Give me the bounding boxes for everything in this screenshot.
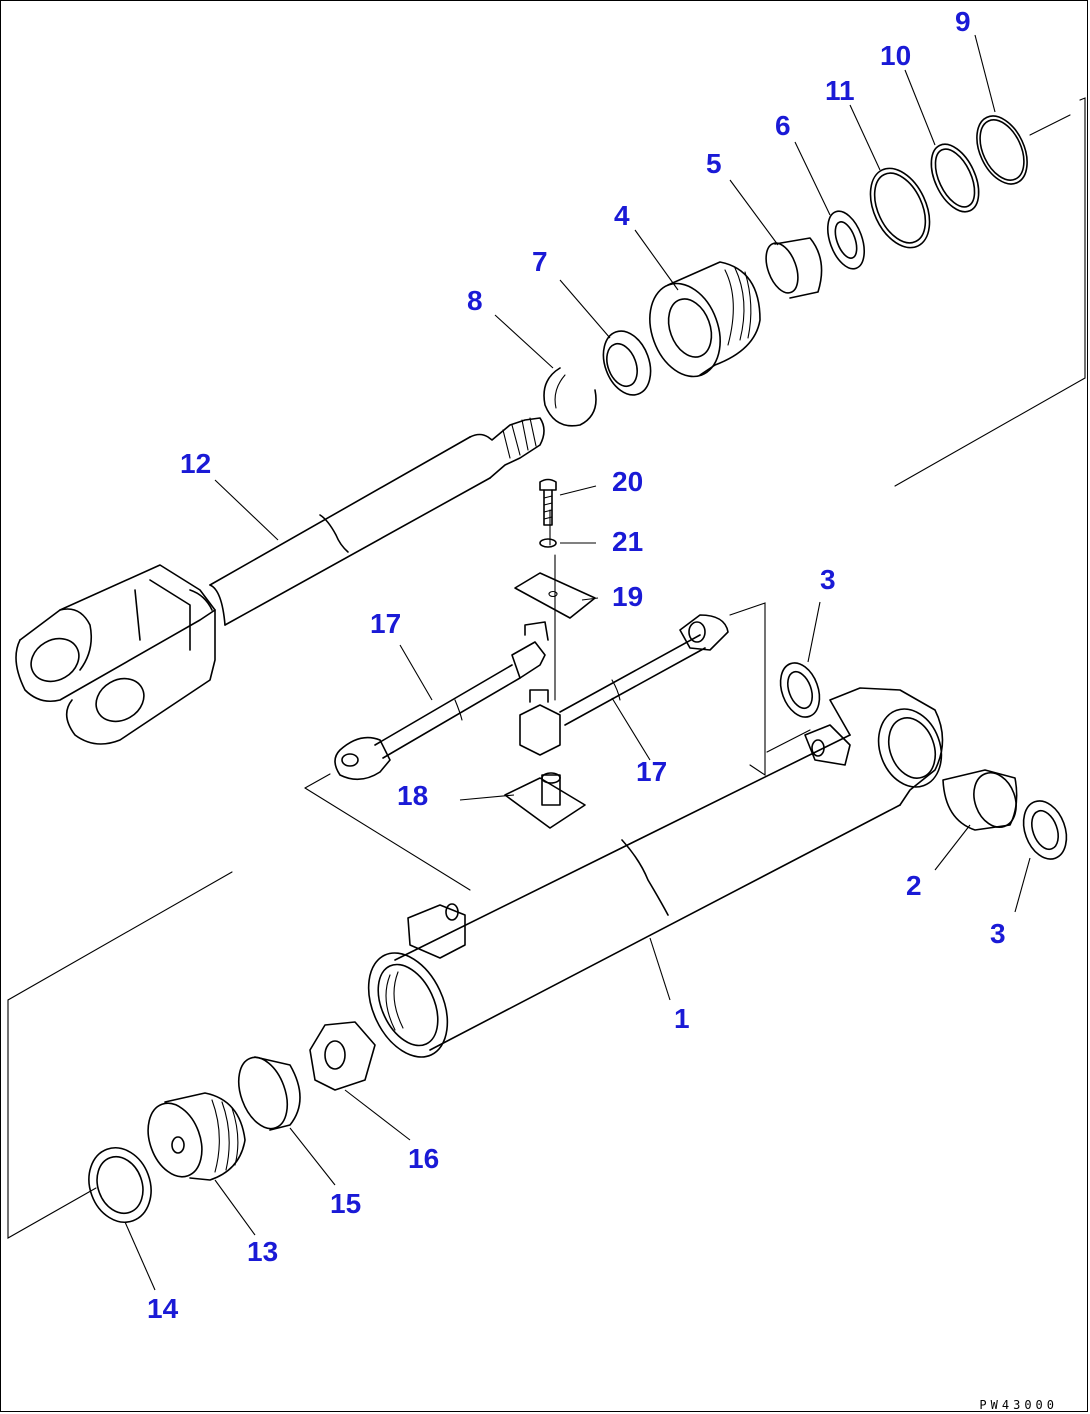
snap-ring (543, 367, 597, 427)
callout-3-upper: 3 (820, 564, 836, 595)
mounting-bracket (504, 772, 586, 829)
bushing (765, 237, 823, 299)
callout-18: 18 (397, 780, 429, 811)
callout-16: 16 (408, 1143, 440, 1174)
callout-3-lower: 3 (990, 918, 1006, 949)
piston-nut (602, 330, 652, 396)
piston-rod (15, 417, 545, 745)
callout-2: 2 (906, 870, 922, 901)
cylinder-body (367, 687, 944, 1058)
washer (539, 538, 557, 548)
callout-7: 7 (532, 246, 548, 277)
callout-10: 10 (880, 40, 912, 71)
piston (649, 261, 761, 378)
callout-17-left: 17 (370, 608, 402, 639)
callout-4: 4 (614, 200, 630, 231)
callout-15: 15 (330, 1188, 362, 1219)
callout-19: 19 (612, 581, 644, 612)
callout-8: 8 (467, 285, 483, 316)
callout-12: 12 (180, 448, 212, 479)
dust-seal-upper (779, 662, 821, 718)
drawing-code: PW43000 (979, 1398, 1058, 1412)
cushion-ring (237, 1056, 301, 1131)
hex-nut (309, 1021, 376, 1091)
tube-left (334, 621, 549, 781)
end-bushing (942, 769, 1018, 831)
callout-9: 9 (955, 6, 971, 37)
piston-ring-11 (869, 167, 931, 249)
callout-1: 1 (674, 1003, 690, 1034)
callout-21: 21 (612, 526, 644, 557)
piston-ring-10 (930, 143, 980, 213)
cylinder-head (147, 1092, 246, 1181)
dust-seal-lower (1022, 800, 1068, 860)
tube-right (559, 614, 729, 726)
callout-20: 20 (612, 466, 644, 497)
connector-block (519, 689, 561, 806)
callout-14: 14 (147, 1293, 179, 1324)
callout-11: 11 (825, 75, 855, 106)
rod-seal (88, 1147, 152, 1223)
bolt (539, 478, 557, 526)
callout-5: 5 (706, 148, 722, 179)
piston-ring-9 (976, 115, 1028, 185)
callout-17-right: 17 (636, 756, 668, 787)
callout-6: 6 (775, 110, 791, 141)
wear-ring (826, 210, 866, 270)
callout-13: 13 (247, 1236, 279, 1267)
callout-leaders (124, 34, 1031, 1291)
